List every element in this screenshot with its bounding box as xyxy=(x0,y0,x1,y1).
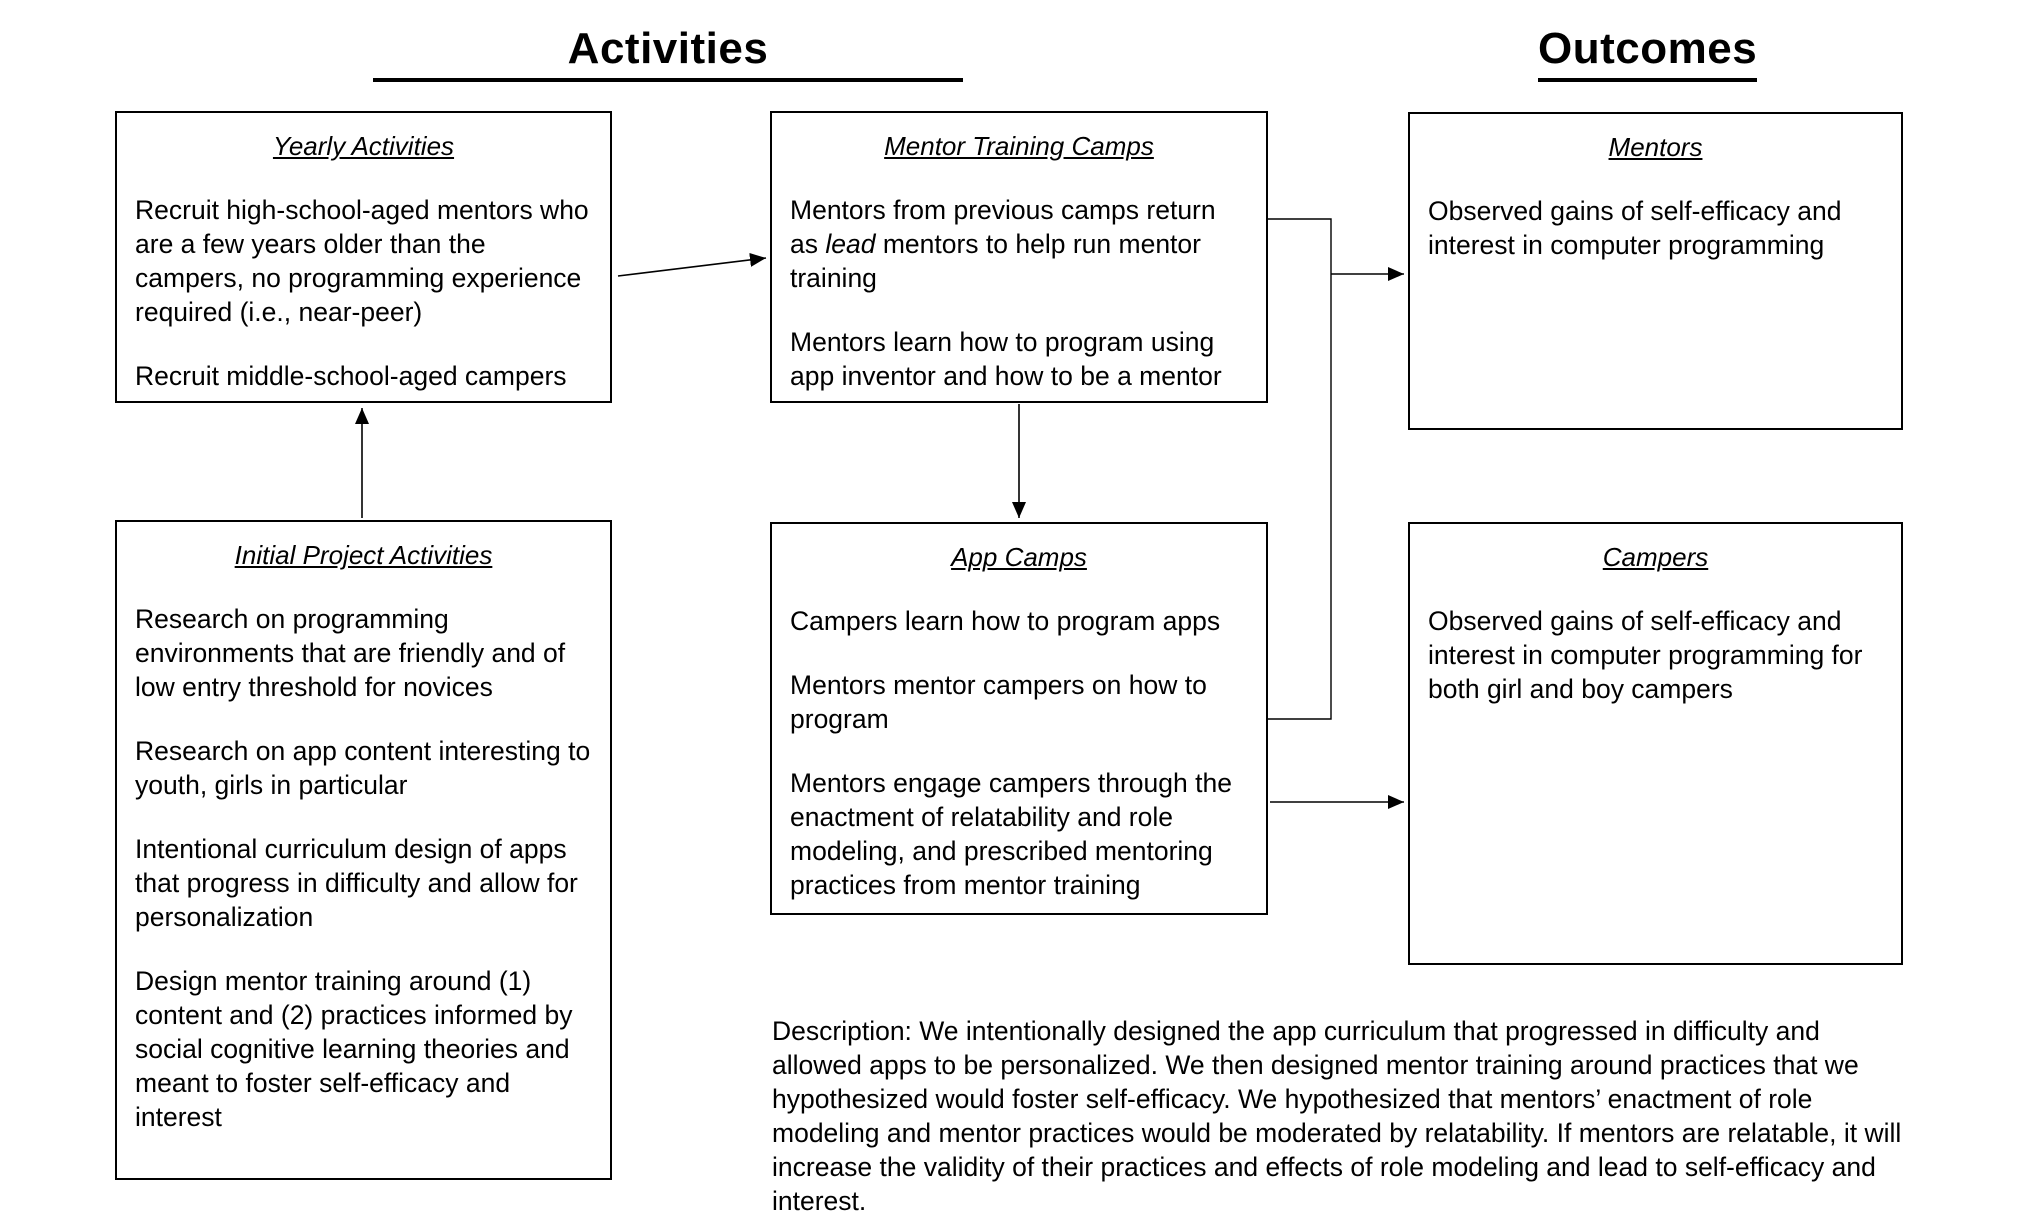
yearly-paragraph-recruit-mentors: Recruit high-school-aged mentors who are… xyxy=(135,195,589,327)
box-title-campers: Campers xyxy=(1602,542,1709,572)
connector-spine-mentor-appcamps xyxy=(1268,218,1332,720)
box-title-app-camps: App Camps xyxy=(951,542,1087,572)
box-yearly-activities: Yearly Activities Recruit high-school-ag… xyxy=(115,111,612,403)
initial-paragraph-curriculum-design: Intentional curriculum design of apps th… xyxy=(135,834,578,932)
app-camps-paragraph-mentors-engage: Mentors engage campers through the enact… xyxy=(790,768,1232,900)
box-mentors-outcome: Mentors Observed gains of self-efficacy … xyxy=(1408,112,1903,430)
campers-paragraph-observed-gains: Observed gains of self-efficacy and inte… xyxy=(1428,606,1863,704)
box-mentor-training-camps: Mentor Training Camps Mentors from previ… xyxy=(770,111,1268,403)
arrow-yearly-to-mentor-training xyxy=(617,252,767,277)
box-title-mentor-training-camps: Mentor Training Camps xyxy=(884,131,1154,161)
yearly-paragraph-recruit-campers: Recruit middle-school-aged campers xyxy=(135,361,567,391)
box-campers-outcome: Campers Observed gains of self-efficacy … xyxy=(1408,522,1903,965)
mentor-training-paragraph-learn-program: Mentors learn how to program using app i… xyxy=(790,327,1222,391)
column-header-activities: Activities xyxy=(373,24,963,82)
box-title-mentors: Mentors xyxy=(1608,132,1703,162)
mentor-training-p1-suffix: mentors to help run mentor training xyxy=(790,229,1201,293)
app-camps-paragraph-campers-learn: Campers learn how to program apps xyxy=(790,606,1221,636)
mentor-training-paragraph-lead-mentors: Mentors from previous camps return as le… xyxy=(790,193,1248,295)
box-initial-project-activities: Initial Project Activities Research on p… xyxy=(115,520,612,1180)
initial-paragraph-design-mentor-training: Design mentor training around (1) conten… xyxy=(135,966,573,1132)
mentor-training-p1-lead-italic: lead xyxy=(825,229,876,259)
app-camps-paragraph-mentors-mentor: Mentors mentor campers on how to program xyxy=(790,670,1207,734)
box-app-camps: App Camps Campers learn how to program a… xyxy=(770,522,1268,915)
box-title-initial-project-activities: Initial Project Activities xyxy=(234,540,493,570)
mentors-paragraph-observed-gains: Observed gains of self-efficacy and inte… xyxy=(1428,196,1842,260)
figure-description: Description: We intentionally designed t… xyxy=(772,1016,1902,1216)
column-header-outcomes: Outcomes xyxy=(1538,24,1758,82)
initial-paragraph-research-environments: Research on programming environments tha… xyxy=(135,604,566,702)
initial-paragraph-research-app-content: Research on app content interesting to y… xyxy=(135,736,591,800)
box-title-yearly-activities: Yearly Activities xyxy=(272,131,455,161)
mentor-training-p1-prefix: Mentors from previous camps return as xyxy=(790,195,1216,259)
